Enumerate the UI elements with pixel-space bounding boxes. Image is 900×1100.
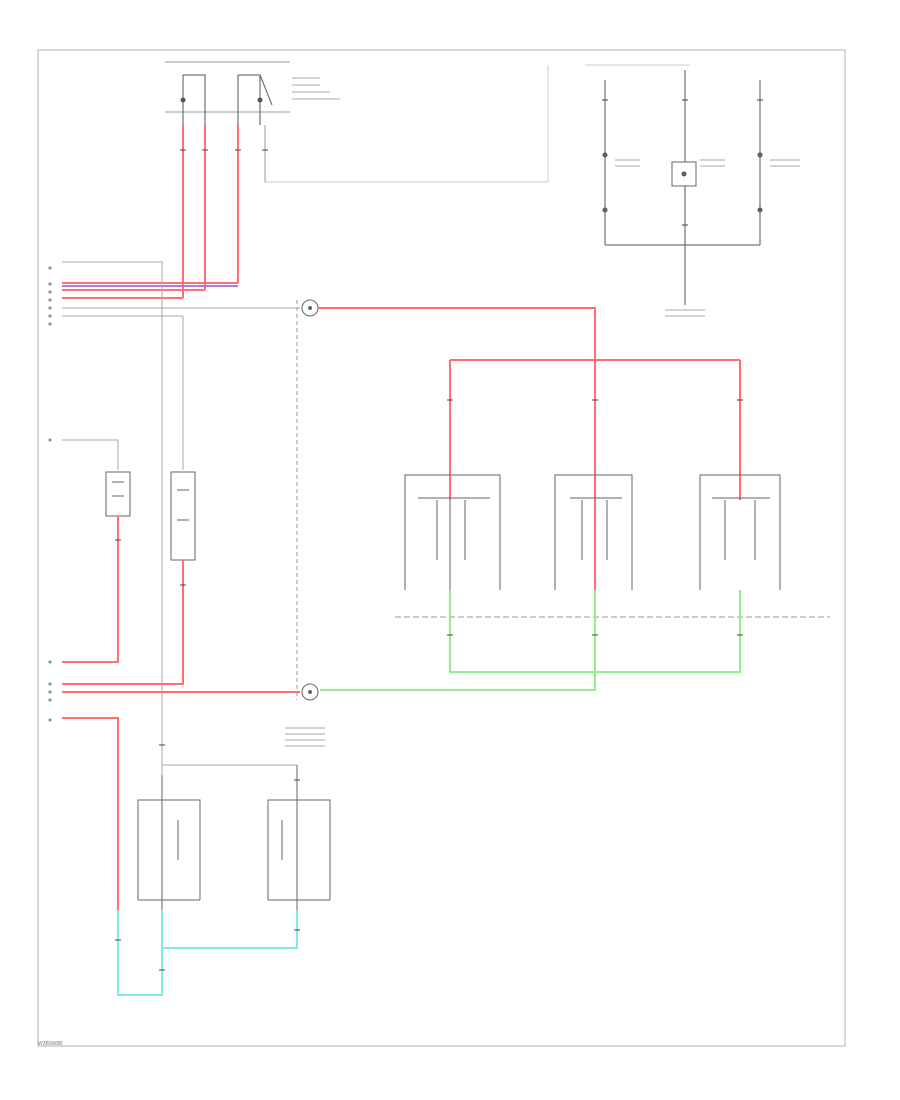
diode-right xyxy=(170,471,196,561)
green-wires xyxy=(320,590,741,691)
junction-connector-upper xyxy=(301,299,319,317)
footer-code: W3B9W8B xyxy=(38,1041,63,1047)
red-wires-lower xyxy=(62,516,300,910)
rear-lamp-labels xyxy=(615,159,800,317)
junction-labels xyxy=(285,727,325,747)
rear-lamps xyxy=(585,64,763,305)
switch-module-right xyxy=(699,474,781,590)
switch-module-left xyxy=(404,474,501,590)
left-connector-pins xyxy=(48,266,52,722)
switch-module-center xyxy=(554,474,633,590)
diagram-border xyxy=(37,49,846,1047)
wire-markers xyxy=(115,99,763,971)
red-wires-top xyxy=(62,125,239,299)
top-switch xyxy=(165,61,549,183)
red-wire-upper-junction xyxy=(318,307,596,690)
diode-left xyxy=(105,471,131,517)
relay-bottom-right xyxy=(267,765,331,910)
relay-bottom-left xyxy=(137,775,201,910)
red-bus-lamps xyxy=(449,359,741,500)
cyan-wires xyxy=(117,910,298,996)
gray-wires xyxy=(62,261,300,995)
junction-connector-lower xyxy=(301,683,319,701)
